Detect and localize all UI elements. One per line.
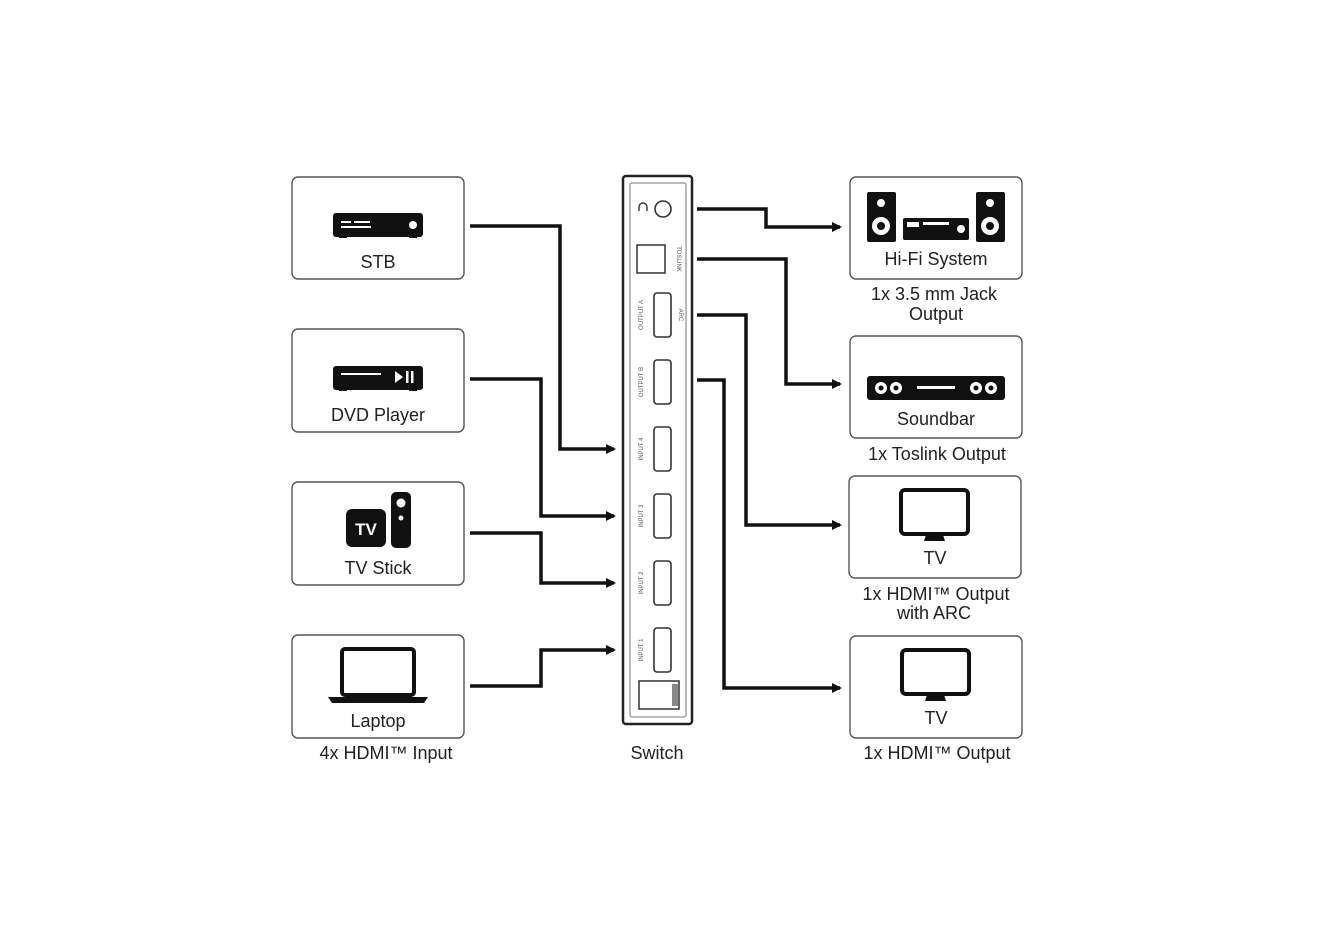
input-device-label: Laptop xyxy=(350,711,405,731)
output-device-label: TV xyxy=(924,708,947,728)
input-stb-box: STB xyxy=(291,176,465,280)
port-label: INPUT 2 xyxy=(639,571,645,595)
switch-device: TOSLINK OUTPUT A ARC OUTPUT B INPUT 4 IN… xyxy=(621,174,694,726)
input-tv-stick-box: TV TV Stick xyxy=(291,481,465,586)
wire-dvd-to-input-3 xyxy=(470,377,616,521)
output-tv-arc-box: TV xyxy=(848,475,1022,579)
input-dvd-box: DVD Player xyxy=(291,328,465,433)
wire-stb-to-input-4 xyxy=(470,224,616,454)
output-tv-box: TV xyxy=(849,635,1023,739)
dvd-player-icon xyxy=(333,366,423,391)
output-device-label: Soundbar xyxy=(897,409,975,429)
input-laptop-box: Laptop xyxy=(291,634,465,739)
output-device-label: Hi-Fi System xyxy=(885,249,988,269)
output-caption-line: 1x HDMI™ Output xyxy=(863,743,1010,763)
wire-output-b-to-tv xyxy=(697,378,842,693)
wire-jack-to-hifi xyxy=(697,207,842,232)
port-label: OUTPUT A xyxy=(639,300,645,330)
input-device-label: DVD Player xyxy=(331,405,425,425)
output-device-label: TV xyxy=(923,548,946,568)
hdmi-input-3-port: INPUT 3 xyxy=(639,493,672,539)
hdmi-input-2-port: INPUT 2 xyxy=(639,560,672,606)
port-label: INPUT 4 xyxy=(639,437,645,461)
svg-text:TV: TV xyxy=(355,520,377,539)
headphone-icon xyxy=(638,202,648,211)
hdmi-input-4-port: INPUT 4 xyxy=(639,426,672,472)
port-label: INPUT 1 xyxy=(639,638,645,662)
output-caption-line: 1x 3.5 mm Jack xyxy=(871,284,998,304)
soundbar-icon xyxy=(867,376,1005,400)
output-soundbar-box: Soundbar xyxy=(849,335,1023,439)
wire-output-a-to-tv-arc xyxy=(697,313,842,530)
input-device-label: TV Stick xyxy=(344,558,412,578)
hdmi-output-a-port: OUTPUT A ARC xyxy=(639,292,683,338)
input-device-label: STB xyxy=(360,252,395,272)
output-caption-line: 1x HDMI™ Output xyxy=(862,584,1009,604)
switch-caption: Switch xyxy=(630,743,683,763)
output-caption-line: with ARC xyxy=(896,603,971,623)
port-label: ARC xyxy=(677,309,683,322)
wire-toslink-to-soundbar xyxy=(697,257,842,389)
output-caption-line: 1x Toslink Output xyxy=(868,444,1006,464)
inputs-caption: 4x HDMI™ Input xyxy=(319,743,452,763)
port-label: TOSLINK xyxy=(675,246,681,272)
headphone-jack-port xyxy=(638,200,672,218)
wire-tv-stick-to-input-2 xyxy=(470,531,616,588)
hdmi-input-1-port: INPUT 1 xyxy=(639,627,672,673)
output-caption-line: Output xyxy=(909,304,963,324)
hifi-system-icon xyxy=(867,192,1005,242)
output-hifi-box: Hi-Fi System xyxy=(849,176,1023,280)
tv-stick-icon: TV xyxy=(346,492,411,548)
tv-icon xyxy=(900,648,971,701)
toslink-port: TOSLINK xyxy=(636,244,681,274)
tv-icon xyxy=(899,488,970,541)
wire-laptop-to-input-1 xyxy=(470,645,616,688)
stb-icon xyxy=(333,213,423,238)
laptop-icon xyxy=(328,647,428,703)
port-label: OUTPUT B xyxy=(639,367,645,397)
power-switch xyxy=(638,680,680,710)
port-label: INPUT 3 xyxy=(639,504,645,528)
hdmi-output-b-port: OUTPUT B xyxy=(639,359,672,405)
